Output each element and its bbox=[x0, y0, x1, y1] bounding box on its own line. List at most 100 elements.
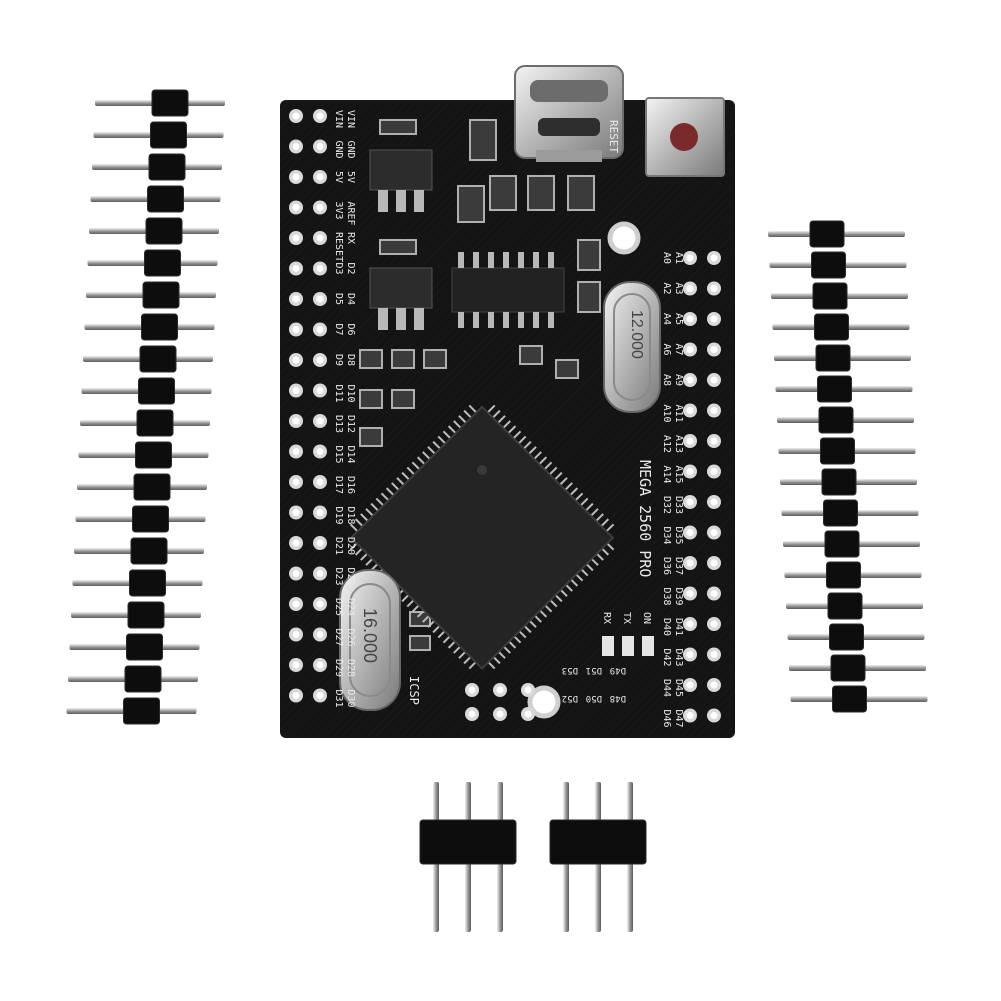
left-header-pin bbox=[78, 441, 209, 469]
pin-label: D15 bbox=[333, 446, 344, 464]
pin-label: A8 bbox=[661, 374, 672, 386]
voltage-regulator-1 bbox=[369, 149, 433, 212]
mounting-hole-bottom bbox=[527, 685, 561, 719]
voltage-regulator-2 bbox=[369, 267, 433, 330]
pin-label: AREF bbox=[345, 202, 356, 226]
left-header-pin bbox=[77, 473, 207, 501]
reset-button[interactable] bbox=[645, 97, 725, 177]
right-header-pin bbox=[787, 623, 925, 651]
pin-label: D30 bbox=[345, 690, 356, 708]
right-header-pin bbox=[784, 561, 922, 589]
pin-label: D8 bbox=[345, 354, 356, 366]
left-header-pin bbox=[71, 601, 201, 629]
small-pin-header-left bbox=[419, 782, 517, 932]
pin-label: D24 bbox=[345, 598, 356, 616]
right-header-pin bbox=[772, 313, 910, 341]
left-header-pin bbox=[84, 313, 215, 341]
pin-label: D48 bbox=[610, 693, 626, 703]
left-header-pin bbox=[72, 569, 203, 597]
pin-label: D5 bbox=[333, 293, 344, 305]
pin-label: D35 bbox=[673, 527, 684, 545]
pin-label: D36 bbox=[661, 557, 672, 575]
pin-label: D42 bbox=[661, 649, 672, 667]
left-header-pin bbox=[95, 89, 225, 117]
pin-label: D17 bbox=[333, 476, 344, 494]
pin-label: D34 bbox=[661, 527, 672, 545]
pin-label: A2 bbox=[661, 283, 672, 295]
pin-label: D41 bbox=[673, 618, 684, 636]
right-header-pin bbox=[790, 685, 928, 713]
pin-label: A11 bbox=[673, 405, 684, 423]
pin-label: A0 bbox=[661, 252, 672, 264]
crystal-bottom-label: 16.000 bbox=[360, 608, 380, 663]
pin-label: D51 bbox=[586, 665, 602, 675]
pin-label: D28 bbox=[345, 659, 356, 677]
left-pin-header bbox=[66, 89, 225, 725]
left-header-pin bbox=[80, 409, 210, 437]
left-header-pin bbox=[74, 537, 204, 565]
crystal-16mhz: 16.000 bbox=[339, 569, 401, 711]
pin-label: 5V bbox=[333, 171, 344, 183]
pin-label: D14 bbox=[345, 446, 356, 464]
left-header-pin bbox=[92, 153, 222, 181]
pin-label: D21 bbox=[333, 537, 344, 555]
small-header-left-block bbox=[419, 819, 517, 865]
pin-label: A13 bbox=[673, 435, 684, 453]
usb-c-connector bbox=[514, 65, 624, 162]
left-header-pin bbox=[66, 697, 197, 725]
mounting-hole-top bbox=[607, 221, 641, 255]
pin-label: A6 bbox=[661, 344, 672, 356]
board-model-label: MEGA 2560 PRO bbox=[636, 460, 654, 577]
crystal-top-label: 12.000 bbox=[628, 310, 645, 359]
pin-label: D13 bbox=[333, 415, 344, 433]
pin-label: 3V3 bbox=[333, 202, 344, 220]
pin-label: D18 bbox=[345, 507, 356, 525]
pin-label: D47 bbox=[673, 710, 684, 728]
right-header-pin bbox=[777, 406, 914, 434]
pin-label: D16 bbox=[345, 476, 356, 494]
right-header-pin bbox=[775, 375, 913, 403]
left-header-pin bbox=[83, 345, 213, 373]
pin-label: A10 bbox=[661, 405, 672, 423]
pin-label: D32 bbox=[661, 496, 672, 514]
pin-label: D19 bbox=[333, 507, 344, 525]
pin-label: D33 bbox=[673, 496, 684, 514]
pin-label: D23 bbox=[333, 568, 344, 586]
pin-labels: VINGND5V3V3RESETD3D5D7D9D11D13D15D17D19D… bbox=[333, 110, 684, 728]
left-header-pin bbox=[69, 633, 200, 661]
pin-label: A9 bbox=[673, 374, 684, 386]
pin-label: D31 bbox=[333, 690, 344, 708]
pin-label: A12 bbox=[661, 435, 672, 453]
pin-label: D3 bbox=[333, 263, 344, 275]
pin-label: D25 bbox=[333, 598, 344, 616]
pin-label: 5V bbox=[345, 171, 356, 183]
right-header-pin bbox=[778, 437, 916, 465]
left-header-pin bbox=[86, 281, 216, 309]
pin-label: D37 bbox=[673, 557, 684, 575]
pin-label: A1 bbox=[673, 252, 684, 264]
pin-label: A14 bbox=[661, 466, 672, 484]
right-header-pin bbox=[780, 468, 917, 496]
reset-button-cap[interactable] bbox=[670, 123, 698, 151]
pin-label: RESET bbox=[333, 232, 344, 262]
left-header-pin bbox=[81, 377, 212, 405]
right-header-pin bbox=[771, 282, 908, 310]
crystal-12mhz: 12.000 bbox=[603, 281, 661, 413]
pin-label: D9 bbox=[333, 354, 344, 366]
pin-label: D10 bbox=[345, 385, 356, 403]
pin-label: D46 bbox=[661, 710, 672, 728]
pin-label: D39 bbox=[673, 588, 684, 606]
status-leds: RX TX ON bbox=[601, 612, 654, 656]
right-header-pin bbox=[781, 499, 919, 527]
pin-label: VIN bbox=[333, 110, 344, 128]
right-header-pin bbox=[786, 592, 923, 620]
led-label-rx: RX bbox=[601, 612, 612, 624]
pcb-board: RESET bbox=[280, 65, 735, 738]
pin-label: A7 bbox=[673, 344, 684, 356]
right-header-pin bbox=[769, 251, 907, 279]
pin-label: D6 bbox=[345, 324, 356, 336]
pin-label: D43 bbox=[673, 649, 684, 667]
right-header-pin bbox=[783, 530, 920, 558]
pin-label: D52 bbox=[562, 693, 578, 703]
